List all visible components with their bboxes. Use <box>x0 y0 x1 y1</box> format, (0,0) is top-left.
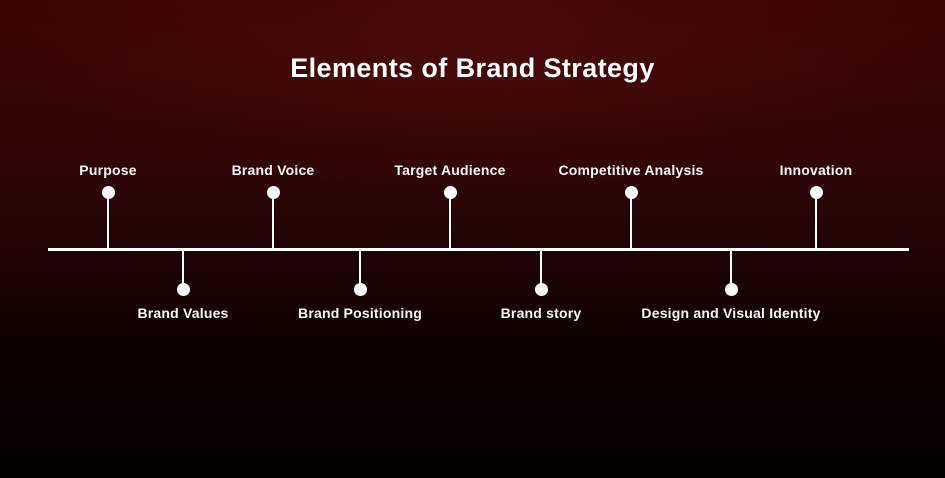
timeline-item-label: Design and Visual Identity <box>641 305 821 321</box>
timeline-connector <box>107 193 109 249</box>
timeline-connector <box>630 193 632 249</box>
timeline-item-label: Target Audience <box>394 162 506 178</box>
timeline-connector <box>272 193 274 249</box>
timeline-item-label: Innovation <box>779 162 853 178</box>
timeline-axis <box>48 248 909 251</box>
timeline-marker <box>624 186 638 199</box>
timeline-marker <box>353 283 367 296</box>
timeline-marker <box>266 186 280 199</box>
timeline-connector <box>815 193 817 249</box>
timeline-marker <box>443 186 457 199</box>
timeline-marker <box>724 283 738 296</box>
timeline-item-label: Brand Voice <box>231 162 315 178</box>
timeline-item-label: Brand story <box>500 305 582 321</box>
timeline-connector <box>182 250 184 289</box>
page-title: Elements of Brand Strategy <box>290 53 655 83</box>
timeline-marker <box>534 283 548 296</box>
timeline-item-label: Competitive Analysis <box>558 162 704 178</box>
timeline-marker <box>809 186 823 199</box>
timeline-connector <box>540 250 542 289</box>
timeline-connector <box>449 193 451 249</box>
timeline-marker <box>101 186 115 199</box>
timeline-item-label: Brand Positioning <box>298 305 422 321</box>
timeline-connector <box>730 250 732 289</box>
timeline-item-label: Purpose <box>79 162 137 178</box>
timeline-item-label: Brand Values <box>137 305 229 321</box>
timeline-connector <box>359 250 361 289</box>
timeline-marker <box>176 283 190 296</box>
